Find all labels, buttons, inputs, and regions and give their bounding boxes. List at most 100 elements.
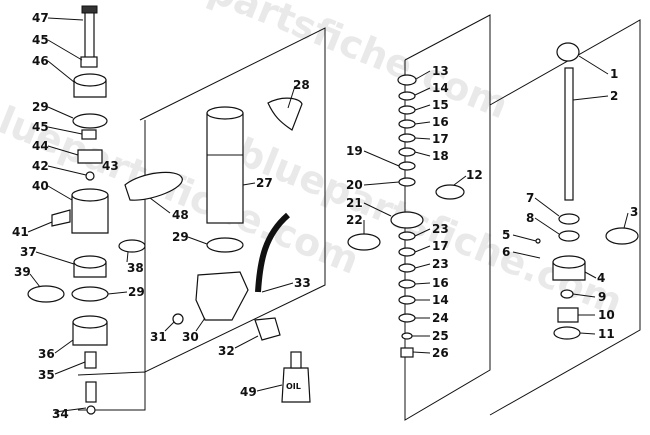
part-47-bolt-head <box>81 5 98 14</box>
callout-31: 31 <box>150 330 167 344</box>
callout-45: 45 <box>32 120 49 134</box>
part-15-shim <box>398 105 416 115</box>
part-38-ring <box>118 239 146 253</box>
callout-17: 17 <box>432 239 449 253</box>
callout-21: 21 <box>346 196 363 210</box>
lead-44 <box>47 145 79 156</box>
part-41-tab <box>51 209 71 227</box>
lead-19 <box>363 150 400 167</box>
lead-16b <box>414 282 431 285</box>
part-20-shim <box>398 177 416 187</box>
lead-47 <box>47 17 84 21</box>
lead-5 <box>512 234 537 242</box>
part-33-hose <box>255 212 291 293</box>
part-8-seal <box>558 230 580 242</box>
middle-assembly <box>347 74 465 358</box>
panel-left-center <box>139 27 326 373</box>
part-45-nut-b <box>81 129 97 140</box>
callout-23: 23 <box>432 257 449 271</box>
lead-48 <box>149 197 171 214</box>
lead-45b <box>47 126 83 135</box>
lead-33 <box>261 282 294 293</box>
lead-8 <box>534 217 560 235</box>
lead-12 <box>453 175 467 186</box>
lead-34 <box>54 407 87 413</box>
lead-29b <box>107 291 128 295</box>
callout-2: 2 <box>610 89 618 103</box>
center-assembly: OIL <box>172 97 311 403</box>
part-32-elbow <box>254 317 281 341</box>
callout-35: 35 <box>38 368 55 382</box>
callout-labels: 47 45 46 29 45 44 42 43 40 41 48 37 38 3… <box>12 11 638 421</box>
callout-3: 3 <box>630 205 638 219</box>
lead-4 <box>584 271 597 279</box>
left-assembly <box>27 5 183 415</box>
part-21-piston <box>390 211 424 229</box>
callout-37: 37 <box>20 245 37 259</box>
part-5-ball <box>535 238 541 244</box>
callout-41: 41 <box>12 225 29 239</box>
callout-6: 6 <box>502 245 510 259</box>
part-45-nut <box>80 56 98 68</box>
part-27-tube-top <box>206 106 244 120</box>
callout-29: 29 <box>32 100 49 114</box>
callout-20: 20 <box>346 178 363 192</box>
part-22-ring <box>347 233 381 251</box>
lead-17b <box>414 245 431 253</box>
callout-24: 24 <box>432 311 449 325</box>
part-13-washer <box>397 74 417 86</box>
callout-10: 10 <box>598 308 615 322</box>
lead-45a <box>47 39 83 61</box>
callout-17: 17 <box>432 132 449 146</box>
part-34-washer <box>86 405 96 415</box>
part-18-shim <box>398 147 416 157</box>
lead-23b <box>414 263 431 269</box>
lead-21 <box>363 202 392 217</box>
part-42-washer <box>85 171 95 181</box>
part-1-eye <box>556 42 580 62</box>
lead-40 <box>47 185 73 201</box>
lead-16a <box>414 121 431 125</box>
part-34-fitting <box>85 381 97 403</box>
lead-18 <box>414 151 431 157</box>
lead-14a <box>414 87 431 96</box>
part-26-nut <box>400 347 414 358</box>
callout-45: 45 <box>32 33 49 47</box>
part-48-clamp <box>124 171 183 201</box>
lead-15 <box>414 104 431 111</box>
panel-base-lower-left <box>77 371 146 411</box>
part-46-cap-top <box>73 73 107 87</box>
lead-23a <box>414 228 431 237</box>
lead-29a <box>47 106 74 119</box>
callout-29: 29 <box>128 285 145 299</box>
part-17-shim-b <box>398 247 416 257</box>
part-2-rod <box>564 67 574 201</box>
callout-18: 18 <box>432 149 449 163</box>
callout-44: 44 <box>32 139 49 153</box>
callout-16: 16 <box>432 276 449 290</box>
callout-26: 26 <box>432 346 449 360</box>
lead-38 <box>126 251 129 263</box>
callout-27: 27 <box>256 176 273 190</box>
callout-29: 29 <box>172 230 189 244</box>
callout-36: 36 <box>38 347 55 361</box>
lead-9 <box>572 293 596 298</box>
part-37-bushing-top <box>73 255 107 269</box>
part-14-shim-a <box>398 91 416 101</box>
lead-17a <box>414 137 431 140</box>
callout-33: 33 <box>294 276 311 290</box>
part-49-bottle-neck <box>290 351 302 369</box>
lead-32 <box>234 335 259 349</box>
lead-1 <box>578 55 609 75</box>
part-28-shield <box>267 97 303 131</box>
lead-13 <box>415 70 431 80</box>
bottle-text: OIL <box>286 382 301 391</box>
part-12-ring <box>435 184 465 200</box>
part-23-shim-b <box>398 263 416 273</box>
lead-42 <box>47 165 87 176</box>
lead-27 <box>242 182 256 186</box>
lead-29c <box>187 236 208 245</box>
callout-7: 7 <box>526 191 534 205</box>
part-16-shim-b <box>398 279 416 289</box>
